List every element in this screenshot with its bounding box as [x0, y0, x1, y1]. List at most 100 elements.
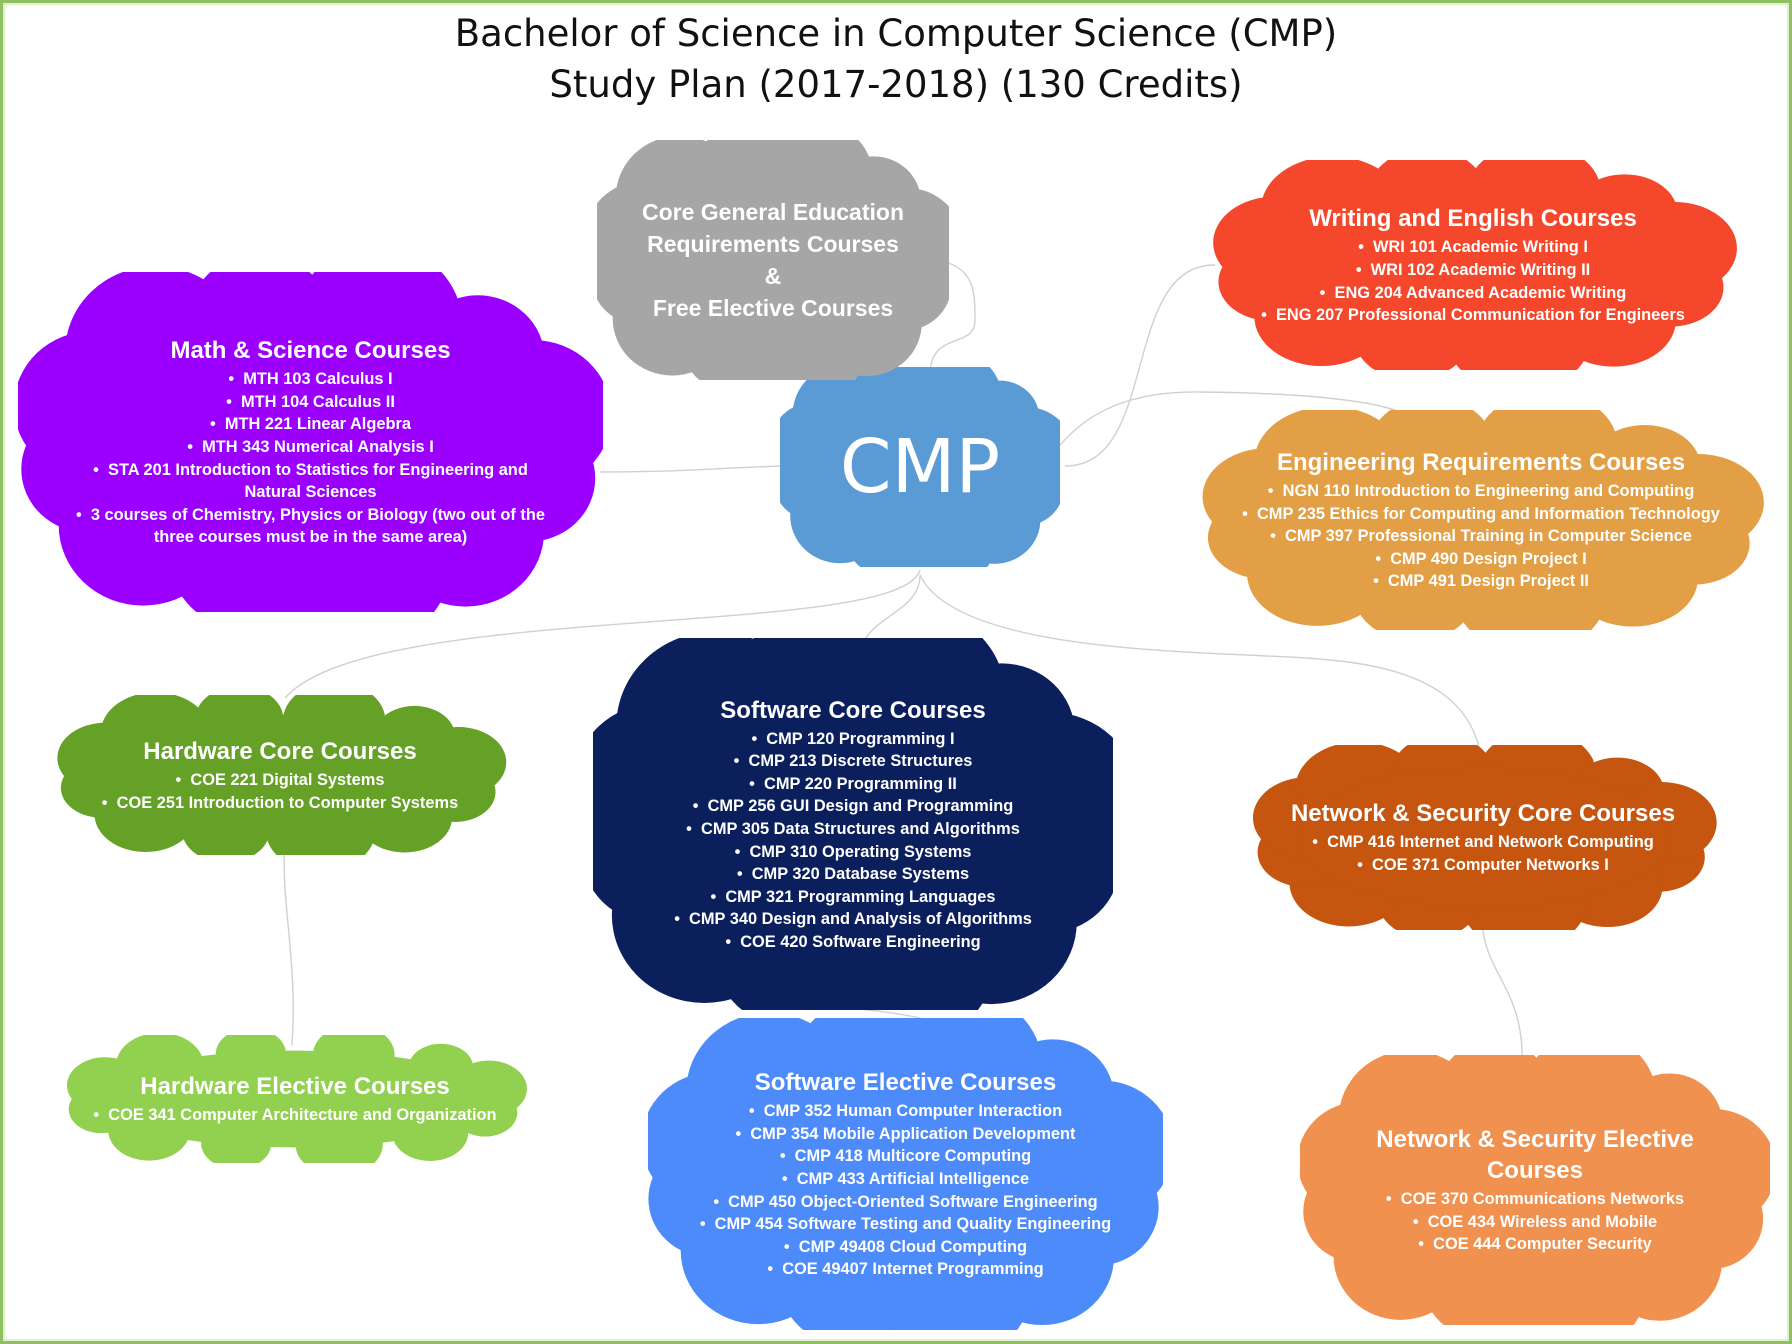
- cloud-title-line: Software Elective Courses: [754, 1069, 1057, 1097]
- connector-center-hardware-core: [284, 569, 921, 699]
- cloud-title: Software Core Courses: [716, 695, 989, 726]
- cloud-engineering: Engineering Requirements Courses NGN 110…: [1195, 410, 1767, 630]
- cloud-title-line: Courses: [1486, 1157, 1584, 1185]
- course-item: CMP 418 Multicore Computing: [700, 1145, 1111, 1168]
- course-item: WRI 101 Academic Writing I: [1261, 236, 1685, 259]
- cloud-title-line: Engineering Requirements Courses: [1276, 449, 1686, 477]
- course-item: COE 420 Software Engineering: [674, 931, 1032, 954]
- cloud-title-line: Writing and English Courses: [1309, 205, 1637, 233]
- cloud-title: Software Elective Courses: [751, 1067, 1060, 1098]
- course-item: CMP 490 Design Project I: [1242, 548, 1720, 571]
- course-item: MTH 343 Numerical Analysis I: [73, 436, 548, 459]
- course-item: COE 221 Digital Systems: [102, 769, 458, 792]
- connector-center-writing: [1064, 264, 1216, 467]
- course-list: CMP 120 Programming ICMP 213 Discrete St…: [674, 728, 1032, 954]
- course-list: COE 370 Communications NetworksCOE 434 W…: [1386, 1188, 1684, 1256]
- course-item: 3 courses of Chemistry, Physics or Biolo…: [73, 504, 548, 549]
- course-item: CMP 120 Programming I: [674, 728, 1032, 751]
- cloud-network-core: Network & Security Core Courses CMP 416 …: [1248, 745, 1718, 930]
- course-item: CMP 305 Data Structures and Algorithms: [674, 818, 1032, 841]
- course-item: CMP 416 Internet and Network Computing: [1312, 831, 1654, 854]
- title-line-2: Study Plan (2017-2018) (130 Credits): [549, 63, 1243, 106]
- course-item: CMP 340 Design and Analysis of Algorithm…: [674, 908, 1032, 931]
- connector-center-core-general: [929, 261, 976, 376]
- course-list: CMP 416 Internet and Network ComputingCO…: [1312, 831, 1654, 876]
- course-list: COE 341 Computer Architecture and Organi…: [93, 1104, 496, 1127]
- cloud-math-science: Math & Science Courses MTH 103 Calculus …: [18, 272, 603, 612]
- connector-center-math: [599, 465, 796, 473]
- course-item: CMP 220 Programming II: [674, 773, 1032, 796]
- cloud-title-line: Requirements Courses: [647, 231, 899, 257]
- cloud-title: Network & Security Core Courses: [1287, 798, 1679, 829]
- course-item: COE 370 Communications Networks: [1386, 1188, 1684, 1211]
- course-item: NGN 110 Introduction to Engineering and …: [1242, 480, 1720, 503]
- cloud-hardware-elective: Hardware Elective Courses COE 341 Comput…: [40, 1035, 550, 1163]
- course-item: CMP 397 Professional Training in Compute…: [1242, 525, 1720, 548]
- course-item: STA 201 Introduction to Statistics for E…: [73, 459, 548, 504]
- course-item: CMP 235 Ethics for Computing and Informa…: [1242, 503, 1720, 526]
- cloud-title-line: Core General Education: [641, 199, 904, 225]
- course-item: CMP 320 Database Systems: [674, 863, 1032, 886]
- course-item: ENG 204 Advanced Academic Writing: [1261, 282, 1685, 305]
- course-list: COE 221 Digital SystemsCOE 251 Introduct…: [102, 769, 459, 815]
- course-item: COE 434 Wireless and Mobile: [1386, 1211, 1684, 1234]
- diagram-title: Bachelor of Science in Computer Science …: [0, 8, 1792, 110]
- cloud-fill: [780, 367, 1060, 567]
- cloud-title-line: Hardware Core Courses: [143, 737, 417, 765]
- course-item: COE 341 Computer Architecture and Organi…: [93, 1104, 496, 1127]
- connector-center-network-core: [919, 574, 1481, 751]
- course-item: CMP 450 Object-Oriented Software Enginee…: [700, 1191, 1111, 1214]
- course-item: CMP 491 Design Project II: [1242, 570, 1720, 593]
- cloud-title-line: Math & Science Courses: [170, 337, 451, 365]
- cloud-shape: [597, 140, 949, 380]
- course-item: CMP 310 Operating Systems: [674, 841, 1032, 864]
- cloud-title-line: &: [764, 263, 782, 289]
- course-item: ENG 207 Professional Communication for E…: [1261, 304, 1685, 327]
- connector-netcore-netelective: [1481, 921, 1523, 1066]
- course-item: MTH 221 Linear Algebra: [73, 413, 548, 436]
- cloud-fill: [597, 140, 949, 380]
- course-item: MTH 104 Calculus II: [73, 391, 548, 414]
- course-item: CMP 433 Artificial Intelligence: [700, 1168, 1111, 1191]
- cloud-title: Hardware Core Courses: [139, 736, 420, 767]
- cloud-title: Hardware Elective Courses: [136, 1071, 453, 1102]
- course-item: COE 251 Introduction to Computer Systems: [102, 792, 459, 815]
- title-line-1: Bachelor of Science in Computer Science …: [454, 12, 1338, 55]
- cloud-title: Writing and English Courses: [1305, 203, 1641, 234]
- cloud-hardware-core: Hardware Core Courses COE 221 Digital Sy…: [45, 695, 515, 855]
- course-item: CMP 213 Discrete Structures: [674, 750, 1032, 773]
- cloud-title-line: Network & Security Core Courses: [1290, 800, 1676, 828]
- course-item: CMP 256 GUI Design and Programming: [674, 795, 1032, 818]
- course-item: WRI 102 Academic Writing II: [1261, 259, 1685, 282]
- course-list: WRI 101 Academic Writing IWRI 102 Academ…: [1261, 236, 1685, 326]
- course-list: MTH 103 Calculus IMTH 104 Calculus IIMTH…: [73, 368, 548, 549]
- center-label: CMP: [839, 424, 1001, 510]
- cloud-title-line: Network & Security Elective: [1376, 1126, 1694, 1154]
- course-item: CMP 352 Human Computer Interaction: [700, 1100, 1111, 1123]
- course-item: CMP 354 Mobile Application Development: [700, 1123, 1111, 1146]
- cloud-shape: [780, 367, 1060, 567]
- course-item: COE 371 Computer Networks I: [1312, 854, 1654, 877]
- course-item: COE 49407 Internet Programming: [700, 1258, 1111, 1281]
- cloud-title-line: Free Elective Courses: [652, 295, 894, 321]
- cloud-software-core: Software Core Courses CMP 120 Programmin…: [593, 638, 1113, 1010]
- cloud-title-line: Hardware Elective Courses: [140, 1073, 450, 1101]
- course-item: MTH 103 Calculus I: [73, 368, 548, 391]
- cloud-title-line: Software Core Courses: [720, 696, 986, 724]
- connector-hwcore-hwelective: [283, 839, 294, 1046]
- cloud-writing-english: Writing and English Courses WRI 101 Acad…: [1208, 160, 1738, 370]
- course-item: CMP 321 Programming Languages: [674, 886, 1032, 909]
- course-item: CMP 49408 Cloud Computing: [700, 1236, 1111, 1259]
- cloud-title: Engineering Requirements Courses: [1273, 447, 1689, 478]
- course-list: CMP 352 Human Computer InteractionCMP 35…: [700, 1100, 1112, 1281]
- cloud-center-cmp: CMP: [780, 367, 1060, 567]
- course-item: CMP 454 Software Testing and Quality Eng…: [700, 1213, 1112, 1236]
- course-list: NGN 110 Introduction to Engineering and …: [1242, 480, 1720, 593]
- cloud-software-elective: Software Elective Courses CMP 352 Human …: [648, 1018, 1163, 1330]
